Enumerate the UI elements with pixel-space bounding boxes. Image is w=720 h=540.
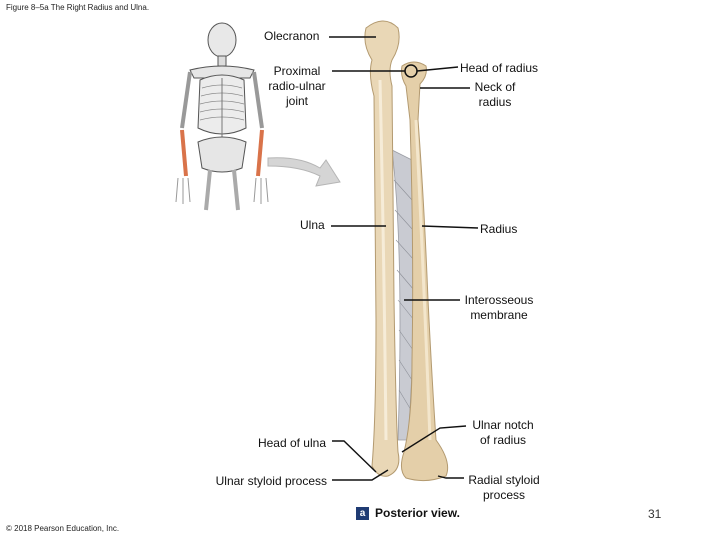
label-head-of-ulna: Head of ulna xyxy=(257,436,326,450)
label-radius: Radius xyxy=(480,222,518,236)
copyright: © 2018 Pearson Education, Inc. xyxy=(6,524,120,533)
figure-title: Figure 8–5a The Right Radius and Ulna. xyxy=(6,3,150,12)
pointer-arrow xyxy=(267,157,341,187)
skeleton-thumbnail xyxy=(175,22,269,211)
label-interosseous-membrane: Interosseous membrane xyxy=(464,293,534,322)
label-neck-of-radius: Neck of radius xyxy=(474,80,516,109)
view-caption: a Posterior view. xyxy=(356,506,460,520)
label-olecranon: Olecranon xyxy=(264,29,320,43)
label-head-of-radius: Head of radius xyxy=(460,61,539,75)
view-caption-text: Posterior view. xyxy=(375,506,460,520)
label-ulnar-styloid-process: Ulnar styloid process xyxy=(215,474,327,488)
label-proximal-radio-ulnar-joint: Proximal radio-ulnar joint xyxy=(268,64,326,108)
view-badge: a xyxy=(356,506,369,520)
label-radial-styloid-process: Radial styloid process xyxy=(468,473,540,502)
page-number: 31 xyxy=(648,507,662,521)
label-ulnar-notch-of-radius: Ulnar notch of radius xyxy=(472,418,534,447)
label-ulna: Ulna xyxy=(300,218,325,232)
leader-lines xyxy=(329,36,479,481)
